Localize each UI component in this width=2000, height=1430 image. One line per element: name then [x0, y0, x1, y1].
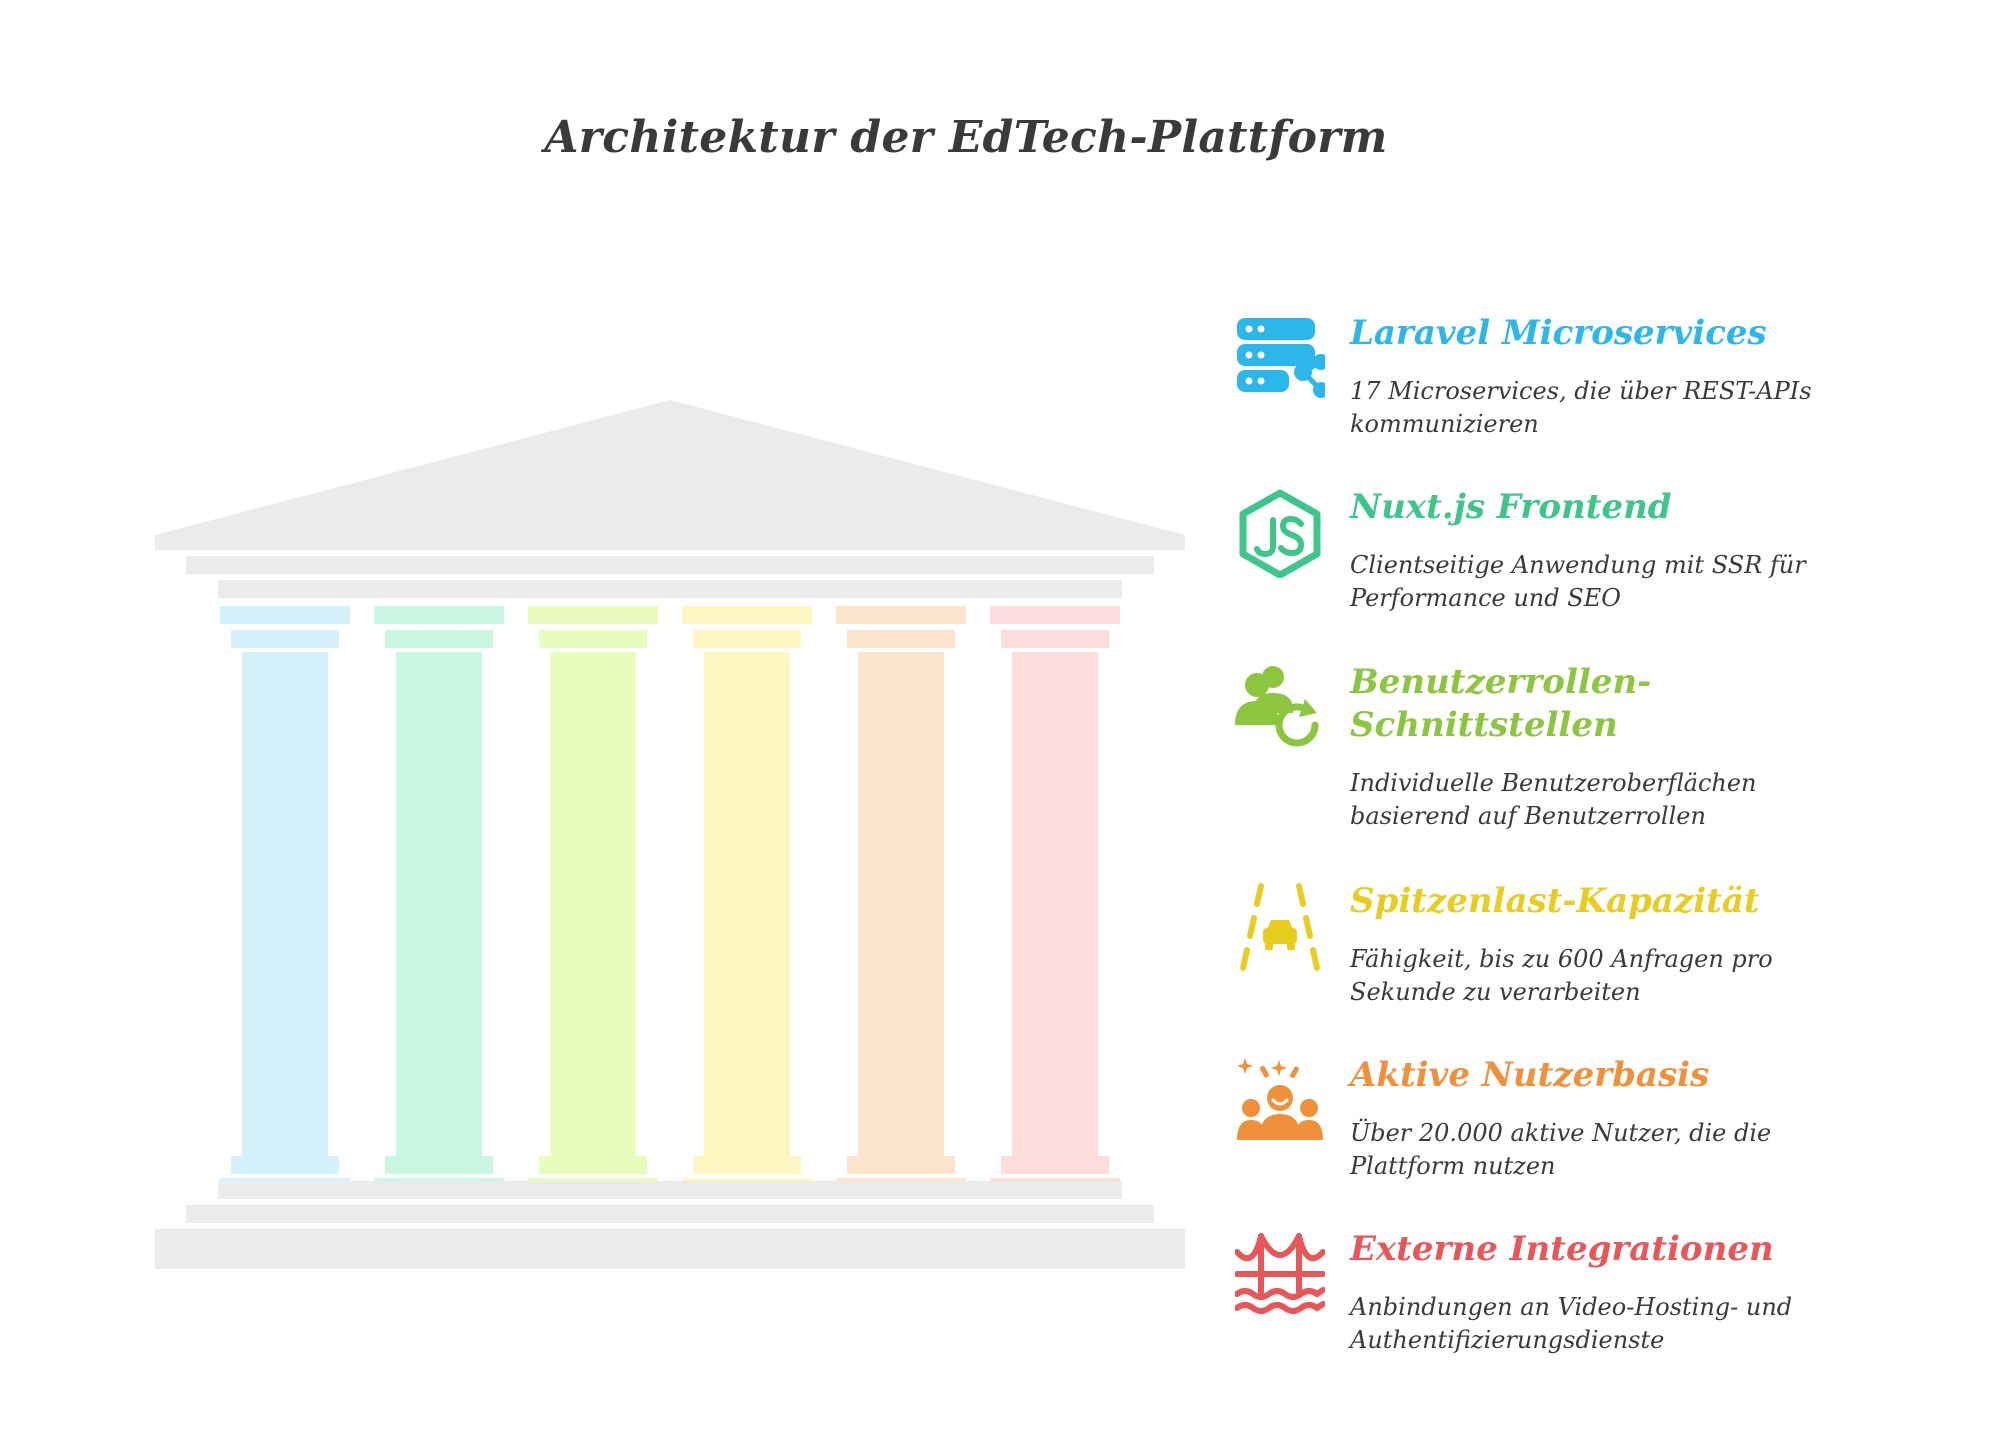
pillar-segment: [704, 652, 790, 1156]
temple-pillar: [220, 606, 350, 1196]
pillar-segment: [1012, 652, 1098, 1156]
pillar-segment: [1001, 1156, 1109, 1174]
pillar-segment: [836, 606, 966, 624]
pillar-segment: [385, 1156, 493, 1174]
temple-pillar: [836, 606, 966, 1196]
temple-beam-lower: [218, 580, 1122, 598]
temple-step-2: [186, 1205, 1154, 1223]
item-description: Anbindungen an Video-Hosting- und Authen…: [1350, 1293, 1793, 1354]
road-car-icon: [1235, 882, 1325, 972]
temple-diagram: [155, 400, 1185, 1269]
item-title: Nuxt.js Frontend: [1350, 487, 1672, 527]
item-description: Clientseitige Anwendung mit SSR für Perf…: [1350, 551, 1806, 612]
item-title: Aktive Nutzerbasis: [1350, 1055, 1710, 1095]
pillar-segment: [550, 652, 636, 1156]
item-title: Externe Integrationen: [1350, 1229, 1774, 1269]
pillar-segment: [385, 630, 493, 648]
pillar-segment: [847, 630, 955, 648]
pillar-segment: [693, 630, 801, 648]
temple-base: [155, 1181, 1185, 1269]
pillar-segment: [858, 652, 944, 1156]
temple-step-1: [218, 1181, 1122, 1199]
pillar-segment: [231, 1156, 339, 1174]
temple-pillar: [682, 606, 812, 1196]
pillar-segment: [396, 652, 482, 1156]
pillar-segment: [682, 606, 812, 624]
pillar-segment: [528, 606, 658, 624]
item-description: 17 Microservices, die über REST-APIs kom…: [1350, 377, 1812, 438]
temple-roof: [155, 400, 1185, 598]
item-title: Spitzenlast-Kapazität: [1350, 881, 1760, 921]
temple-pediment: [155, 400, 1185, 550]
pillar-segment: [847, 1156, 955, 1174]
pillar-segment: [231, 630, 339, 648]
pillar-segment: [220, 606, 350, 624]
item-title: Benutzerrollen-Schnittstellen: [1350, 662, 1652, 745]
user-switch-icon: [1235, 663, 1325, 753]
pillar-segment: [990, 606, 1120, 624]
pillar-segment: [1001, 630, 1109, 648]
pillar-segment: [242, 652, 328, 1156]
js-hexagon-icon: [1235, 488, 1325, 578]
bridge-icon: [1235, 1230, 1325, 1320]
temple-pillar: [528, 606, 658, 1196]
temple-step-3: [155, 1229, 1185, 1269]
item-description: Individuelle Benutzeroberflächen basiere…: [1350, 769, 1757, 830]
temple-pillar: [990, 606, 1120, 1196]
item-description: Fähigkeit, bis zu 600 Anfragen pro Sekun…: [1350, 945, 1773, 1006]
happy-users-icon: [1235, 1056, 1325, 1146]
pillar-segment: [374, 606, 504, 624]
temple-beam-upper: [186, 556, 1154, 574]
item-title: Laravel Microservices: [1350, 313, 1767, 353]
item-description: Über 20.000 aktive Nutzer, die die Platt…: [1350, 1119, 1772, 1180]
server-share-icon: [1235, 314, 1325, 404]
pillar-segment: [539, 630, 647, 648]
pillar-segment: [539, 1156, 647, 1174]
pillar-segment: [693, 1156, 801, 1174]
temple-pillars: [220, 606, 1120, 1196]
temple-pillar: [374, 606, 504, 1196]
page-title: Architektur der EdTech-Plattform: [544, 112, 1388, 163]
